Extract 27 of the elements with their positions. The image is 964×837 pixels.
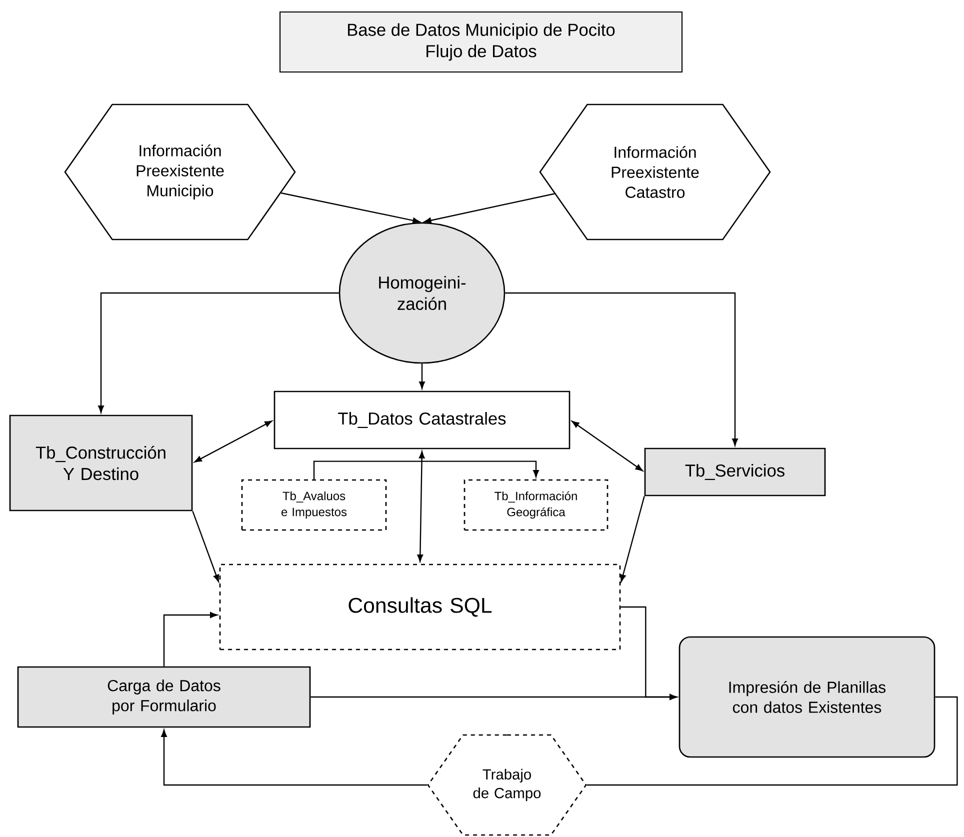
arrow bbox=[572, 420, 643, 472]
arrow bbox=[194, 420, 272, 462]
table-box: Tb_Información Geográfica bbox=[464, 479, 608, 531]
arrow bbox=[313, 460, 539, 480]
arrow bbox=[281, 192, 420, 224]
query-box: Consultas SQL bbox=[219, 564, 621, 650]
table-box: Tb_Construcción Y Destino bbox=[9, 414, 193, 512]
source-hexagon: Información Preexistente Municipio bbox=[64, 104, 296, 240]
title-box: Base de Datos Municipio de Pocito Flujo de Datos bbox=[279, 11, 683, 73]
arrow bbox=[620, 496, 645, 582]
source-hexagon: Información Preexistente Catastro bbox=[539, 104, 771, 240]
print-box: Impresión de Planillas con datos Existentes bbox=[678, 636, 936, 758]
arrow bbox=[417, 451, 425, 562]
arrow bbox=[424, 193, 555, 224]
arrow bbox=[98, 292, 339, 413]
arrow bbox=[620, 606, 677, 700]
table-box: Tb_Servicios bbox=[644, 448, 826, 496]
connector-line bbox=[586, 696, 958, 786]
arrow bbox=[163, 612, 218, 666]
table-box: Tb_Avaluos e Impuestos bbox=[241, 479, 387, 531]
form-box: Carga de Datos por Formulario bbox=[17, 666, 311, 728]
arrow bbox=[419, 364, 425, 389]
field-work-hexagon: Trabajo de Campo bbox=[427, 734, 587, 836]
arrow bbox=[161, 730, 428, 786]
table-box: Tb_Datos Catastrales bbox=[274, 390, 570, 450]
arrow bbox=[505, 292, 738, 446]
arrow bbox=[192, 510, 220, 582]
